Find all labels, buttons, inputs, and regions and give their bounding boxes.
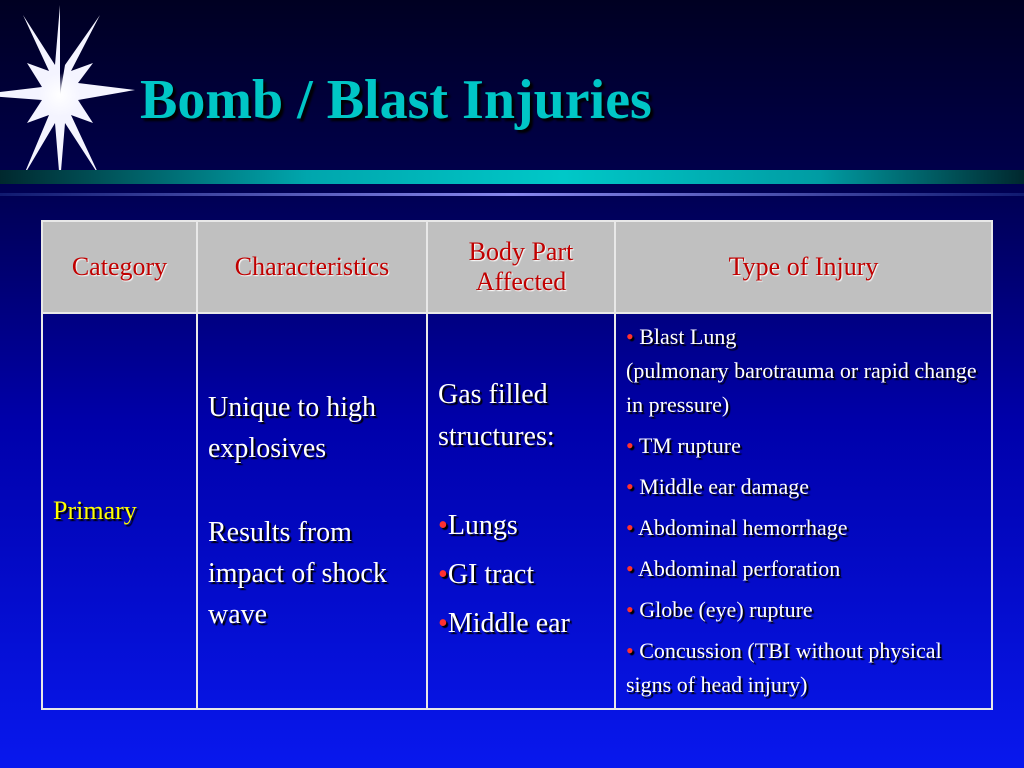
blast-injury-table: Category Characteristics Body Part Affec…	[41, 220, 993, 710]
header-body-part-line2: Affected	[475, 267, 567, 296]
star-burst-icon	[0, 5, 135, 183]
body-part-intro: Gas filled structures:	[438, 379, 555, 452]
header-category: Category	[41, 220, 198, 314]
injury-text: Middle ear damage	[639, 474, 810, 499]
header-body-part: Body Part Affected	[426, 220, 616, 314]
table-row: Primary Unique to high explosives Result…	[41, 312, 993, 710]
body-part-item-text: Middle ear	[447, 608, 570, 639]
header-characteristics: Characteristics	[196, 220, 428, 314]
bullet-icon: •	[438, 559, 448, 590]
injury-item: • Abdominal hemorrhage	[626, 511, 983, 545]
injury-item: • Middle ear damage	[626, 470, 983, 504]
injury-item: • Concussion (TBI without physical signs…	[626, 634, 983, 702]
injury-item: • TM rupture	[626, 429, 983, 463]
characteristics-cell: Unique to high explosives Results from i…	[196, 312, 428, 710]
bullet-icon: •	[626, 638, 634, 663]
bullet-icon: •	[626, 324, 634, 349]
body-part-item: •Middle ear	[438, 599, 604, 648]
bullet-icon: •	[626, 433, 634, 458]
bullet-icon: •	[626, 597, 634, 622]
body-part-item: •GI tract	[438, 550, 604, 599]
injury-text: Blast Lung	[639, 324, 737, 349]
injury-text: Concussion (TBI without physical signs o…	[626, 638, 942, 697]
body-part-item-text: GI tract	[447, 559, 535, 590]
title-underline	[0, 193, 1024, 196]
header-type-of-injury: Type of Injury	[614, 220, 993, 314]
injury-detail: (pulmonary barotrauma or rapid change in…	[626, 358, 977, 417]
injury-item: • Globe (eye) rupture	[626, 593, 983, 627]
bullet-icon: •	[438, 510, 448, 541]
injury-item: • Abdominal perforation	[626, 552, 983, 586]
injury-text: TM rupture	[638, 433, 741, 458]
title-divider	[0, 170, 1024, 184]
category-cell: Primary	[41, 312, 198, 710]
injury-text: Globe (eye) rupture	[639, 597, 813, 622]
bullet-icon: •	[626, 515, 634, 540]
body-part-cell: Gas filled structures: •Lungs •GI tract …	[426, 312, 616, 710]
bullet-icon: •	[438, 608, 448, 639]
body-part-item-text: Lungs	[447, 510, 518, 541]
table-header-row: Category Characteristics Body Part Affec…	[41, 220, 993, 314]
characteristic-text: Unique to high explosives	[208, 392, 376, 464]
bullet-icon: •	[626, 474, 634, 499]
injury-text: Abdominal perforation	[638, 556, 841, 581]
header-body-part-line1: Body Part	[468, 237, 574, 266]
injury-item: • Blast Lung (pulmonary barotrauma or ra…	[626, 320, 983, 422]
injury-text: Abdominal hemorrhage	[638, 515, 848, 540]
injury-type-cell: • Blast Lung (pulmonary barotrauma or ra…	[614, 312, 993, 710]
slide-title: Bomb / Blast Injuries	[140, 69, 652, 131]
bullet-icon: •	[626, 556, 634, 581]
characteristic-text: Results from impact of shock wave	[208, 517, 387, 630]
body-part-item: •Lungs	[438, 501, 604, 550]
